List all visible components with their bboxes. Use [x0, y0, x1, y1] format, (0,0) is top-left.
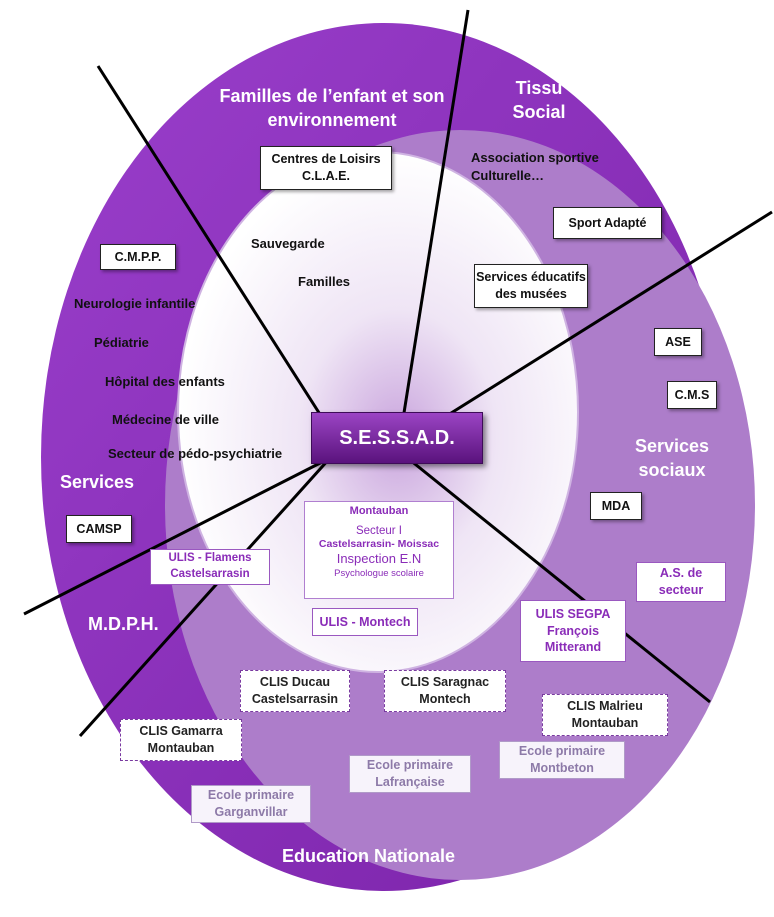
- box-sport-adapte: Sport Adapté: [553, 207, 662, 239]
- box-cms: C.M.S: [667, 381, 717, 409]
- spoke-bottomleft: [78, 456, 332, 738]
- sector-familles: Familles de l’enfant et son environnemen…: [219, 86, 445, 131]
- sessad-center: S.E.S.S.A.D.: [311, 412, 483, 464]
- box-mda: MDA: [590, 492, 642, 520]
- inspection-psy: Psychologue scolaire: [334, 567, 424, 579]
- label-familles: Familles: [298, 274, 351, 289]
- sessad-title: S.E.S.S.A.D.: [339, 426, 455, 449]
- inspection-box: Montauban Secteur I Castelsarrasin- Mois…: [304, 501, 454, 599]
- inspection-sector: Secteur I: [355, 524, 403, 537]
- spoke-right: [439, 210, 773, 422]
- inspection-towns: Castelsarrasin- Moissac: [318, 538, 440, 551]
- sector-mdph: M.D.P.H.: [88, 614, 159, 634]
- sector-services: Services: [60, 472, 135, 492]
- association-sportive: Association sportive Culturelle…: [471, 150, 599, 183]
- service-pediatrie: Pédiatrie: [94, 335, 149, 350]
- inspection-title: Inspection E.N: [336, 551, 422, 567]
- spoke-bottomright: [409, 458, 711, 704]
- service-medecine: Médecine de ville: [112, 412, 219, 427]
- service-hopital: Hôpital des enfants: [105, 374, 225, 389]
- service-neurologie: Neurologie infantile: [74, 296, 196, 311]
- box-cmpp: C.M.P.P.: [100, 244, 176, 270]
- service-pedopsy: Secteur de pédo-psychiatrie: [108, 446, 283, 461]
- sector-education-nationale: Education Nationale: [282, 846, 456, 866]
- box-camsp: CAMSP: [66, 515, 132, 543]
- spoke-topleft: [96, 65, 332, 431]
- sector-services-sociaux: Services sociaux: [634, 436, 710, 481]
- sector-tissu-social: Tissu Social: [512, 78, 566, 123]
- spoke-left: [23, 456, 331, 616]
- label-sauvegarde: Sauvegarde: [251, 236, 325, 251]
- box-ase: ASE: [654, 328, 702, 356]
- box-ulis-montech: ULIS - Montech: [312, 608, 418, 636]
- spoke-top: [398, 9, 470, 439]
- inspection-city: Montauban: [349, 505, 409, 517]
